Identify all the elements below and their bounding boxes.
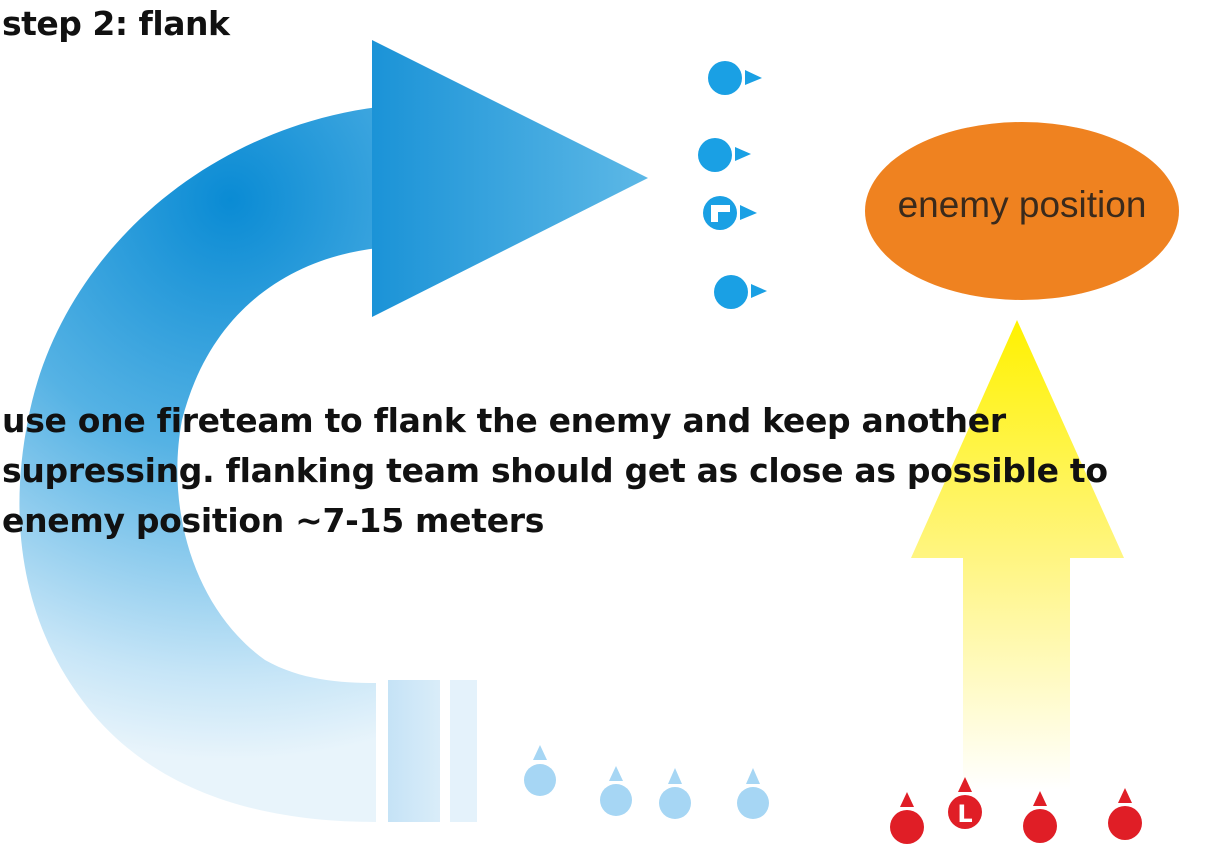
soldier-icon [698, 138, 732, 172]
heading-icon [533, 745, 547, 760]
leader-mark-icon: L [957, 800, 972, 828]
flank-arrow-tail-1 [388, 680, 440, 822]
light-soldier-3 [659, 768, 691, 819]
heading-icon [740, 205, 757, 220]
heading-icon [668, 768, 682, 784]
red-team: L [890, 777, 1142, 844]
red-soldier-3 [1108, 788, 1142, 840]
light-soldier-1 [524, 745, 556, 796]
red-soldier-1 [890, 792, 924, 844]
soldier-icon [890, 810, 924, 844]
light-soldier-2 [600, 766, 632, 816]
flank-arrow-body [19, 107, 379, 822]
leader-mark-icon [711, 205, 730, 222]
enemy-position-marker [865, 122, 1179, 300]
heading-icon [900, 792, 914, 807]
flank-soldier-3 [714, 275, 767, 309]
leader-icon [703, 196, 737, 230]
heading-icon [746, 768, 760, 784]
soldier-icon [708, 61, 742, 95]
light-blue-team [524, 745, 769, 819]
flank-soldier-leader [703, 196, 757, 230]
soldier-icon [714, 275, 748, 309]
red-soldier-2 [1023, 791, 1057, 843]
flank-soldier-1 [708, 61, 762, 95]
soldier-icon [600, 784, 632, 816]
heading-icon [735, 147, 751, 161]
flank-arrow-icon [19, 40, 648, 822]
heading-icon [1033, 791, 1047, 806]
red-soldier-leader: L [948, 777, 982, 829]
soldier-icon [659, 787, 691, 819]
flank-arrow-head [372, 40, 648, 317]
heading-icon [958, 777, 972, 792]
heading-icon [1118, 788, 1132, 803]
flank-arrow-tail-2 [450, 680, 477, 822]
soldier-icon [1023, 809, 1057, 843]
heading-icon [751, 284, 767, 298]
leader-icon [948, 795, 982, 829]
flank-team [698, 61, 767, 309]
advance-arrow-shape [911, 320, 1124, 790]
flank-soldier-2 [698, 138, 751, 172]
soldier-icon [737, 787, 769, 819]
advance-arrow-icon [911, 320, 1124, 790]
step-title: step 2: flank [2, 4, 230, 43]
soldier-icon [1108, 806, 1142, 840]
heading-icon [609, 766, 623, 781]
soldier-icon [524, 764, 556, 796]
enemy-position-label: enemy position [897, 184, 1147, 225]
instructions-text: use one fireteam to flank the enemy and … [2, 401, 1108, 540]
light-soldier-4 [737, 768, 769, 819]
heading-icon [745, 70, 762, 85]
